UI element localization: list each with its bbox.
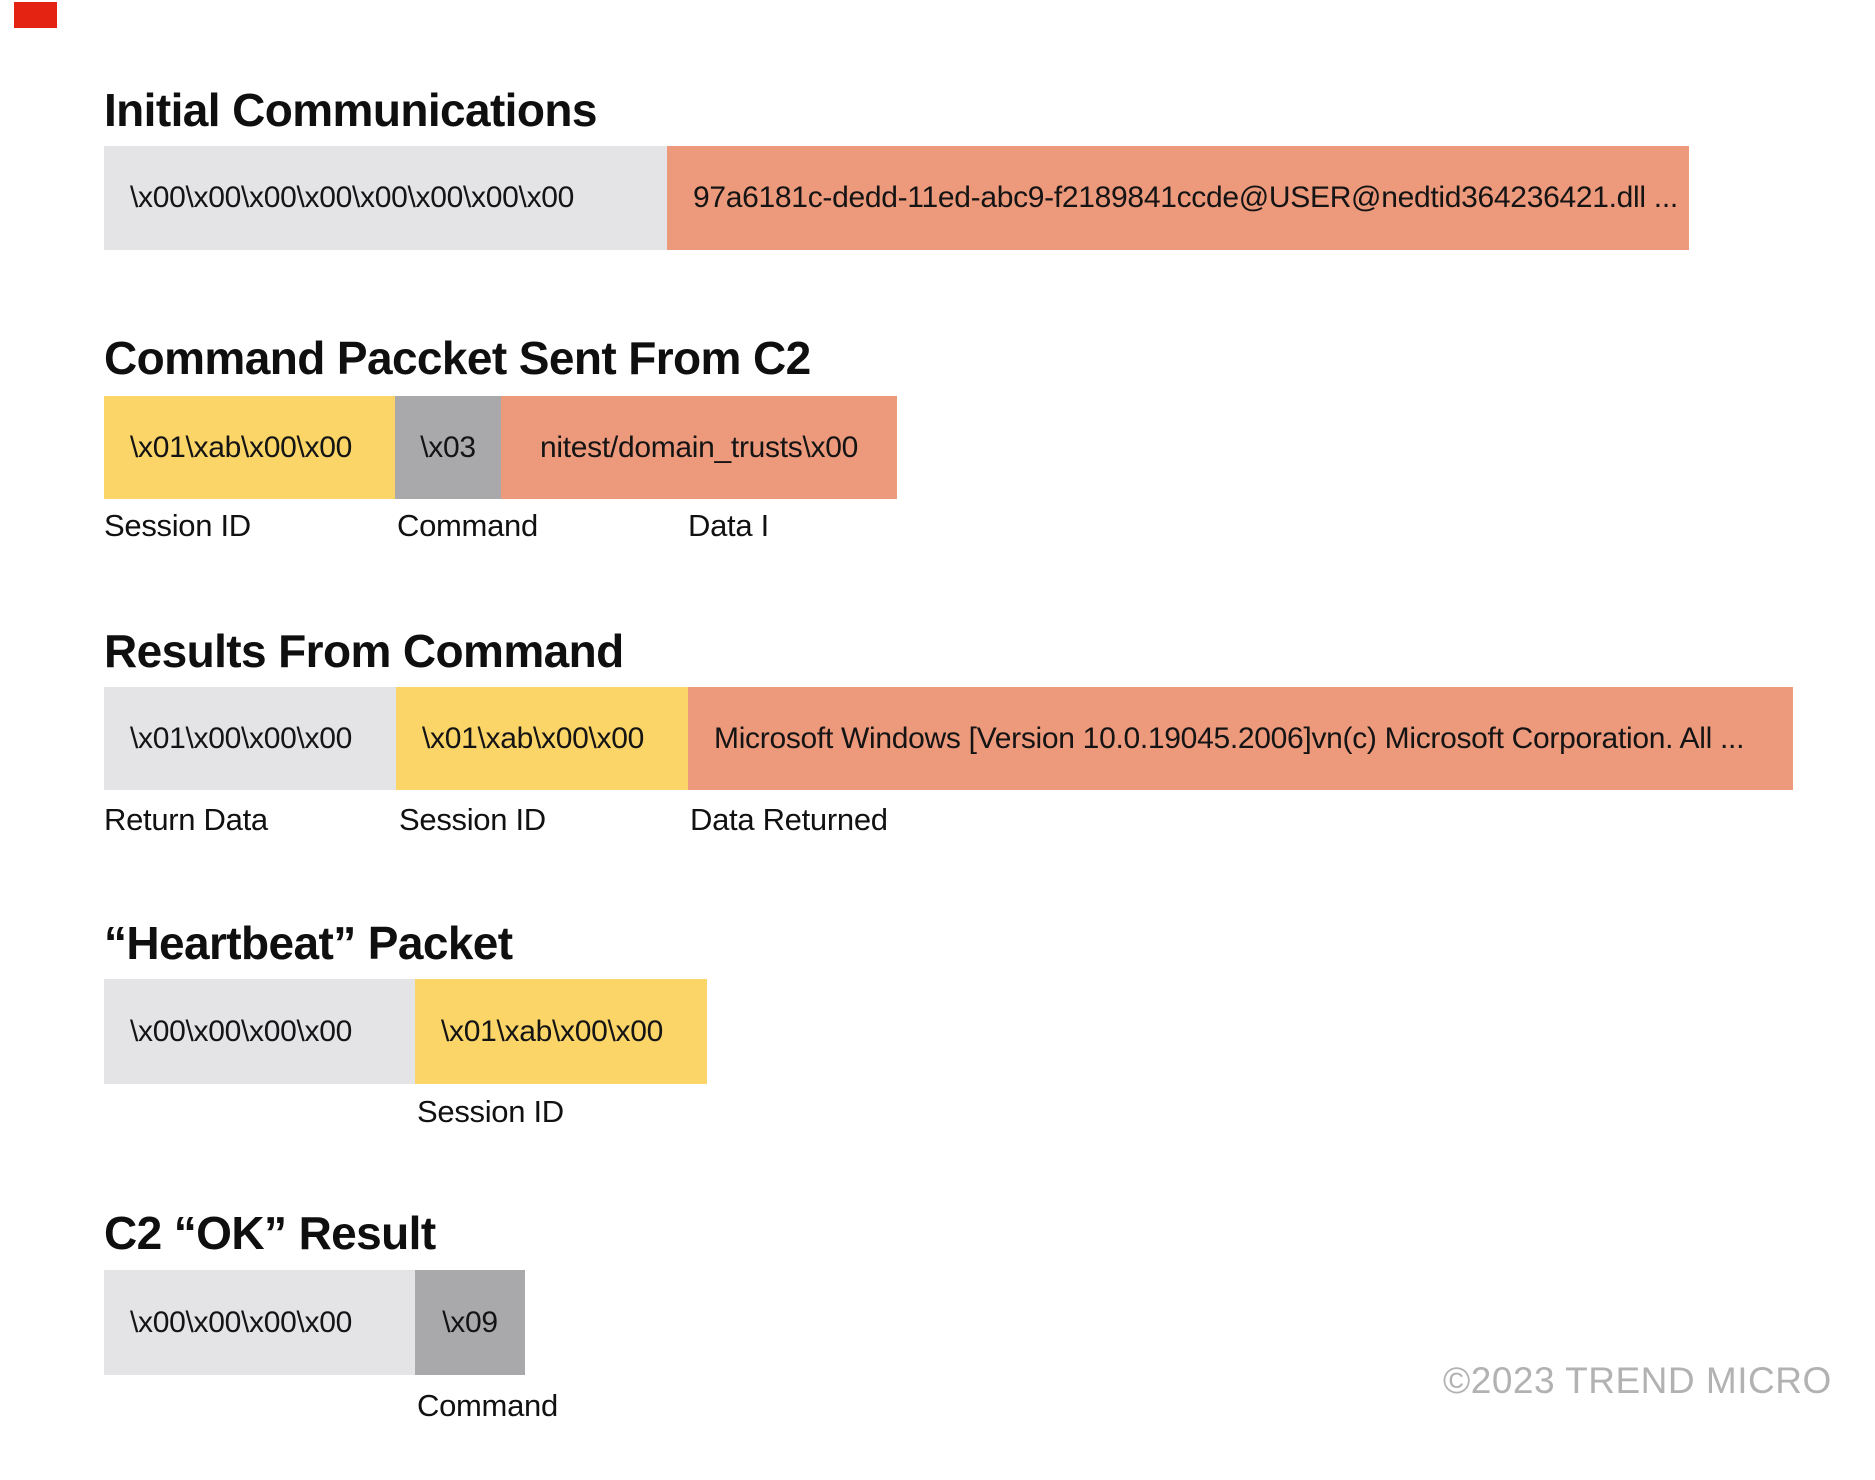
field-label-session-id: Session ID — [399, 802, 546, 837]
command-session-id-box: \x01\xab\x00\x00 — [104, 396, 395, 499]
heartbeat-session-id-box: \x01\xab\x00\x00 — [415, 979, 707, 1084]
section-title-heartbeat-packet: “Heartbeat” Packet — [104, 917, 513, 969]
section-title-results-from-command: Results From Command — [104, 625, 624, 677]
field-label-data-returned: Data Returned — [690, 802, 888, 837]
ok-null-bytes-box: \x00\x00\x00\x00 — [104, 1270, 415, 1375]
command-data-box: nitest/domain_trusts\x00 — [501, 396, 897, 499]
brand-corner-mark — [14, 2, 57, 28]
field-label-return-data: Return Data — [104, 802, 268, 837]
field-label-command: Command — [417, 1388, 558, 1423]
section-title-initial-communications: Initial Communications — [104, 84, 597, 136]
initial-payload-box: 97a6181c-dedd-11ed-abc9-f2189841ccde@USE… — [667, 146, 1689, 250]
field-label-session-id: Session ID — [417, 1094, 564, 1129]
section-title-command-packet: Command Paccket Sent From C2 — [104, 332, 811, 384]
ok-command-box: \x09 — [415, 1270, 525, 1375]
field-label-data-i: Data I — [688, 508, 769, 543]
field-label-command: Command — [397, 508, 538, 543]
results-return-data-box: \x01\x00\x00\x00 — [104, 687, 396, 790]
section-title-c2-ok-result: C2 “OK” Result — [104, 1207, 436, 1259]
results-session-id-box: \x01\xab\x00\x00 — [396, 687, 688, 790]
copyright-watermark: ©2023 TREND MICRO — [1443, 1360, 1832, 1401]
results-data-returned-box: Microsoft Windows [Version 10.0.19045.20… — [688, 687, 1793, 790]
heartbeat-null-bytes-box: \x00\x00\x00\x00 — [104, 979, 415, 1084]
initial-header-bytes-box: \x00\x00\x00\x00\x00\x00\x00\x00 — [104, 146, 667, 250]
command-opcode-box: \x03 — [395, 396, 501, 499]
field-label-session-id: Session ID — [104, 508, 251, 543]
